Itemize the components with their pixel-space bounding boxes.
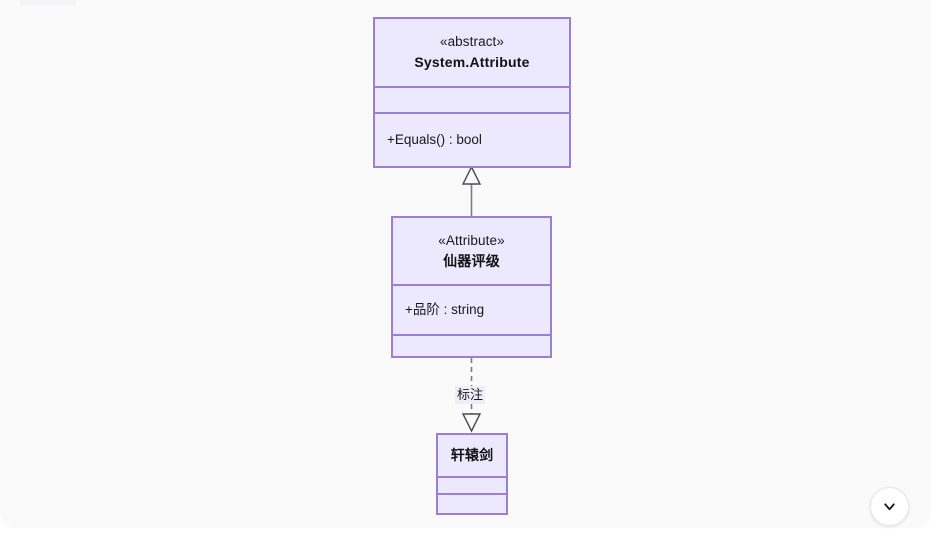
edge-label-annotation: 标注 (455, 386, 486, 404)
class-header-system-attribute: «abstract» System.Attribute (375, 19, 569, 88)
class-operation-item: +Equals() : bool (387, 132, 482, 147)
class-header-xianqi-pingji: «Attribute» 仙器评级 (393, 218, 550, 286)
class-attribute-item: +品阶 : string (405, 302, 485, 317)
class-stereotype: «abstract» (439, 34, 505, 49)
class-name: 轩辕剑 (450, 447, 494, 463)
top-edge-ghost-tab (20, 0, 76, 5)
class-operations-xuanyuan-jian (438, 495, 506, 513)
class-node-xianqi-pingji[interactable]: «Attribute» 仙器评级 +品阶 : string (391, 216, 552, 358)
class-header-xuanyuan-jian: 轩辕剑 (438, 435, 506, 478)
class-node-xuanyuan-jian[interactable]: 轩辕剑 (436, 433, 508, 515)
class-operations-xianqi-pingji (393, 336, 550, 356)
class-name: 仙器评级 (443, 252, 500, 269)
scroll-down-button[interactable] (869, 486, 909, 526)
class-attributes-xuanyuan-jian (438, 478, 506, 495)
generalization-hollow-triangle (461, 165, 482, 185)
class-attributes-xianqi-pingji: +品阶 : string (393, 286, 550, 336)
class-attributes-system-attribute (375, 88, 569, 114)
chevron-down-icon (881, 498, 898, 515)
class-operations-system-attribute: +Equals() : bool (375, 114, 569, 166)
class-node-system-attribute[interactable]: «abstract» System.Attribute +Equals() : … (373, 17, 571, 168)
annotation-hollow-triangle (461, 413, 482, 433)
diagram-canvas[interactable]: 标注 «abstract» System.Attribute +Equals()… (0, 0, 931, 528)
class-stereotype: «Attribute» (438, 232, 505, 248)
class-name: System.Attribute (414, 54, 530, 70)
